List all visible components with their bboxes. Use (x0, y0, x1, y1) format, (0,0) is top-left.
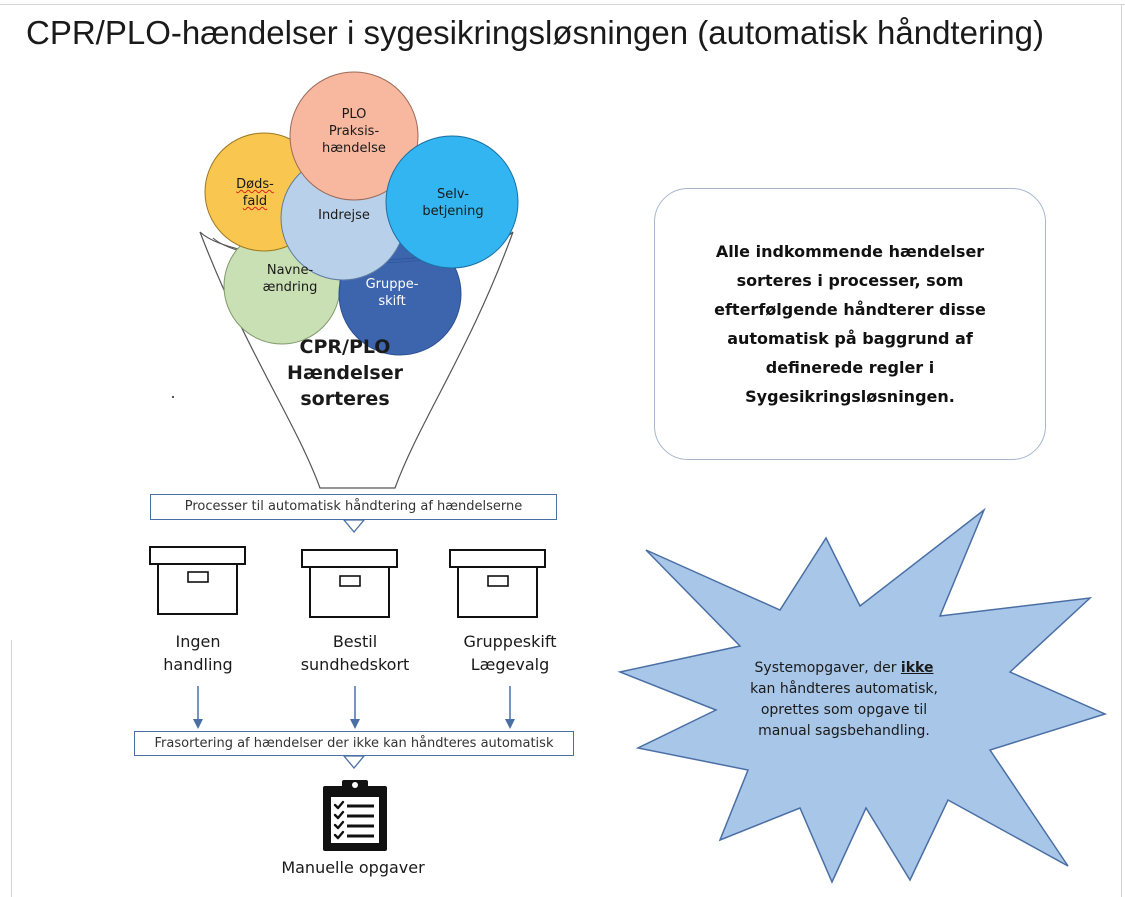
star-text-before: Systemopgaver, der (754, 660, 897, 676)
box-label-line: handling (163, 655, 233, 674)
process-bar: Processer til automatisk håndtering af h… (150, 494, 557, 520)
archive-box-icon (149, 546, 246, 615)
funnel-label-line: sorteres (300, 388, 390, 410)
funnel-label-line: CPR/PLO (299, 336, 391, 358)
box-label-line: Lægevalg (470, 655, 550, 674)
box-label-bestil-sundhedskort: Bestil sundhedskort (285, 630, 425, 676)
star-text-emphasis: ikke (900, 660, 934, 676)
process-bar-hollow-arrow (342, 519, 366, 534)
archive-box-icon (301, 549, 398, 618)
bubble-label-line: Selv- (437, 187, 469, 202)
arrow-gruppeskift-laegevalg (505, 686, 515, 729)
explosion-star-shape (617, 507, 1108, 884)
box-label-line: sundhedskort (300, 655, 410, 674)
filter-bar-hollow-arrow (342, 755, 366, 770)
box-label-line: Bestil (332, 632, 378, 651)
bubble-plo (289, 71, 419, 201)
bubble-label-line: hændelse (322, 141, 386, 156)
explosion-star-text: Systemopgaver, der ikke kan håndteres au… (748, 658, 940, 742)
arrow-ingen-handling (193, 686, 203, 729)
info-box-text: Alle indkommende hændelser sorteres i pr… (714, 242, 986, 406)
spellcheck-word: Døds- (236, 177, 274, 192)
slide-left-border (11, 640, 12, 897)
slide-title: CPR/PLO-hændelser i sygesikringsløsninge… (26, 14, 1044, 51)
box-label-ingen-handling: Ingen handling (138, 630, 258, 676)
stray-dot (172, 396, 174, 398)
bubble-label-line: Døds- (225, 176, 285, 193)
info-box: Alle indkommende hændelser sorteres i pr… (654, 188, 1046, 460)
box-label-gruppeskift-laegevalg: Gruppeskift Lægevalg (440, 630, 580, 676)
bubble-selvbetjening (385, 135, 519, 269)
bubble-label-line: fald (225, 193, 285, 210)
archive-box-icon (449, 549, 546, 618)
spellcheck-word: fald (242, 194, 268, 209)
funnel-label: CPR/PLO Hændelser sorteres (260, 334, 430, 412)
bubble-label-line: betjening (422, 204, 484, 219)
slide-top-border (0, 4, 1125, 5)
bubble-label-navneaendring: Navne- ændring (250, 262, 330, 296)
box-label-line: Ingen (175, 632, 221, 651)
box-label-line: Gruppeskift (463, 632, 557, 651)
bubble-label-line: PLO (341, 107, 367, 122)
bubble-label-line: ændring (262, 280, 318, 295)
clipboard-checklist-icon (323, 780, 387, 851)
star-text-after: kan håndteres automatisk, oprettes som o… (750, 681, 938, 739)
funnel-label-line: Hændelser (287, 362, 403, 384)
bubble-label-gruppeskift: Gruppe- skift (352, 276, 432, 310)
bubble-label-line: Gruppe- (365, 277, 419, 292)
bubble-label-line: skift (378, 294, 406, 309)
arrow-bestil-sundhedskort (350, 686, 360, 729)
bubble-label-line: Navne- (266, 263, 314, 278)
bubble-label-dodsfald: Døds- fald (225, 176, 285, 210)
manual-tasks-label: Manuelle opgaver (281, 858, 425, 877)
bubble-label-indrejse: Indrejse (318, 208, 370, 223)
bubble-label-plo: PLO Praksis- hændelse (304, 106, 404, 157)
bubble-label-line: Praksis- (328, 124, 380, 139)
slide-right-border (1121, 4, 1122, 897)
filter-bar: Frasortering af hændelser der ikke kan h… (134, 731, 574, 756)
bubble-label-selvbetjening: Selv- betjening (411, 186, 495, 220)
